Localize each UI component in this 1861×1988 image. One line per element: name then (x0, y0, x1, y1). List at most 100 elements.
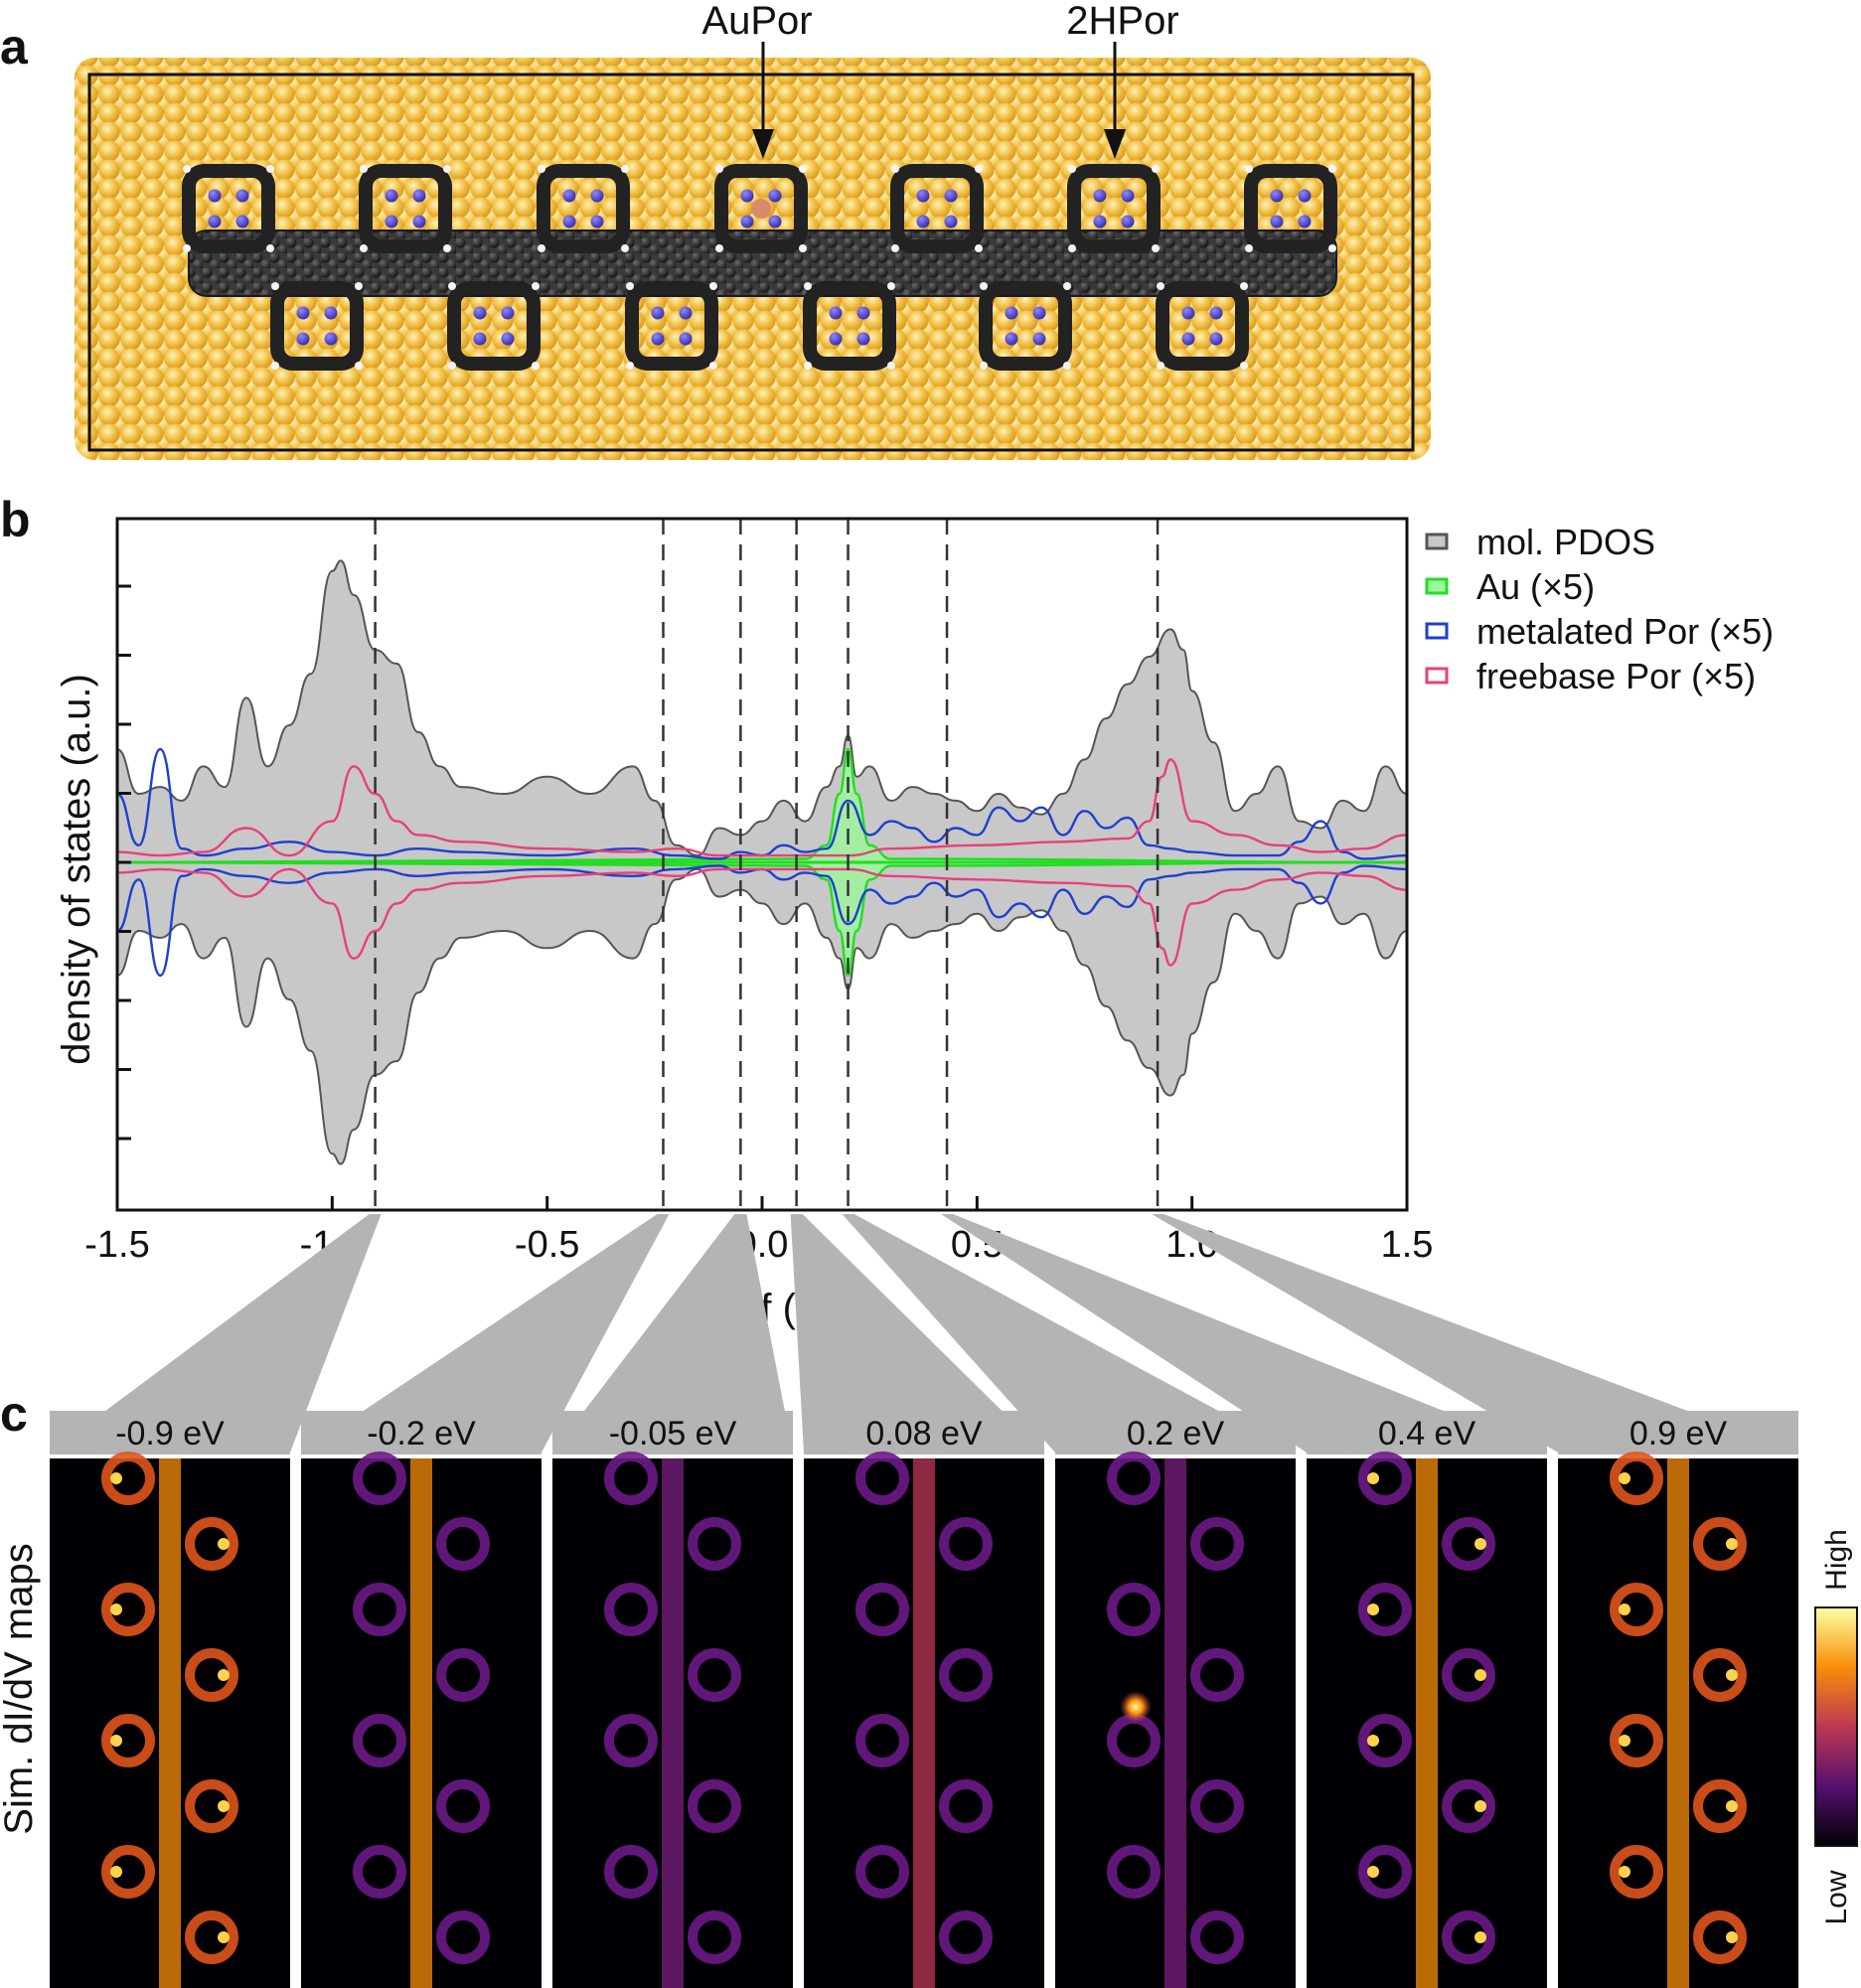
bright-spot (1367, 1735, 1379, 1747)
porphyrin-unit (447, 281, 541, 371)
porphyrin-lobe (1358, 1452, 1412, 1505)
hydrogen-atom (887, 362, 895, 370)
hydrogen-atom (355, 362, 363, 370)
bright-spot (1726, 1538, 1738, 1550)
porphyrin-lobe (1358, 1714, 1412, 1767)
hydrogen-atom (626, 282, 634, 290)
nitrogen-atom (562, 215, 576, 229)
hydrogen-atom (709, 362, 717, 370)
porphyrin-lobe (1107, 1845, 1161, 1899)
colorbar-gradient (1814, 1606, 1858, 1847)
hydrogen-atom (183, 244, 191, 252)
hydrogen-atom (1157, 282, 1164, 290)
hydrogen-atom (532, 362, 540, 370)
porphyrin-lobe (939, 1517, 993, 1571)
porphyrin-lobe (1107, 1583, 1161, 1636)
hydrogen-atom (448, 362, 456, 370)
hydrogen-atom (1240, 362, 1248, 370)
simulation-cell-box (87, 73, 1415, 452)
bright-spot (1474, 1669, 1486, 1681)
legend-swatch (1425, 533, 1449, 550)
porphyrin-ring (447, 281, 541, 371)
hydrogen-atom (271, 362, 279, 370)
porphyrin-lobe (1442, 1648, 1495, 1702)
porphyrin-ring (803, 281, 896, 371)
nitrogen-atom (1270, 215, 1284, 229)
porphyrin-lobe (604, 1714, 658, 1767)
hydrogen-atom (891, 244, 899, 252)
map-energy-band (1055, 1411, 1296, 1454)
bright-spot (1726, 1931, 1738, 1943)
legend-swatch (1425, 622, 1449, 640)
didv-map: 0.4 eV (1307, 1411, 1547, 1988)
hydrogen-atom (709, 282, 717, 290)
porphyrin-unit (537, 164, 630, 253)
hydrogen-atom (715, 244, 723, 252)
bright-spot (218, 1800, 230, 1812)
arrow-aupor: AuPor (701, 0, 813, 159)
hydrogen-atom (266, 165, 274, 173)
nitrogen-atom (590, 189, 604, 203)
bright-spot (1726, 1669, 1738, 1681)
x-tick-label: -0.5 (515, 1224, 579, 1266)
label-2hpor: 2HPor (1066, 0, 1178, 43)
hydrogen-atom (891, 165, 899, 173)
porphyrin-lobe (688, 1779, 741, 1833)
map-energy-band (301, 1411, 542, 1454)
porphyrin-lobe (1693, 1517, 1747, 1571)
nitrogen-atom (856, 332, 870, 346)
porphyrin-lobe (101, 1583, 155, 1636)
hydrogen-atom (804, 282, 812, 290)
nitrogen-atom (944, 215, 958, 229)
series-line-up (116, 747, 1408, 864)
series-line-down (116, 864, 1408, 978)
colorbar-low-label: Low (1820, 1870, 1853, 1924)
porphyrin-ring (1067, 164, 1161, 253)
nitrogen-atom (296, 332, 310, 346)
nitrogen-atom (829, 332, 843, 346)
gold-metal-center (751, 199, 771, 219)
porphyrin-lobe (1442, 1911, 1495, 1964)
aupor-bright-spot (1120, 1691, 1152, 1723)
porphyrin-unit (359, 164, 452, 253)
nitrogen-atom (208, 215, 222, 229)
porphyrin-lobe (353, 1452, 406, 1505)
porphyrin-lobe (436, 1911, 490, 1964)
nitrogen-atom (1298, 215, 1312, 229)
nitrogen-atom (1181, 306, 1195, 320)
porphyrin-lobe (436, 1648, 490, 1702)
nitrogen-atom (473, 332, 487, 346)
porphyrin-ring (1244, 164, 1337, 253)
map-energy-band (1307, 1411, 1547, 1454)
map-energy-band (552, 1411, 793, 1454)
bright-spot (218, 1931, 230, 1943)
hydrogen-atom (799, 165, 807, 173)
nitrogen-atom (768, 189, 782, 203)
bright-spot (1367, 1604, 1379, 1615)
colorbar-high-label: High (1820, 1529, 1853, 1591)
nitrogen-atom (1005, 332, 1018, 346)
porphyrin-unit (1067, 164, 1161, 253)
porphyrin-ring (270, 281, 364, 371)
nitrogen-atom (296, 306, 310, 320)
porphyrin-ring (625, 281, 718, 371)
nitrogen-atom (740, 189, 754, 203)
hydrogen-atom (355, 282, 363, 290)
porphyrin-lobe (101, 1714, 155, 1767)
porphyrin-lobe (1693, 1779, 1747, 1833)
series-freebase-por- (116, 758, 1408, 967)
hydrogen-atom (980, 362, 988, 370)
porphyrin-lobe (688, 1517, 741, 1571)
porphyrin-ring (890, 164, 984, 253)
porphyrin-lobe (855, 1452, 909, 1505)
map-energy-label: -0.9 eV (115, 1415, 225, 1453)
nitrogen-atom (679, 332, 693, 346)
hydrogen-atom (271, 282, 279, 290)
hydrogen-atom (1068, 244, 1076, 252)
map-energy-band (804, 1411, 1044, 1454)
funnel-connector (1152, 1214, 1798, 1453)
hydrogen-atom (1245, 165, 1253, 173)
porphyrin-lobe (688, 1648, 741, 1702)
